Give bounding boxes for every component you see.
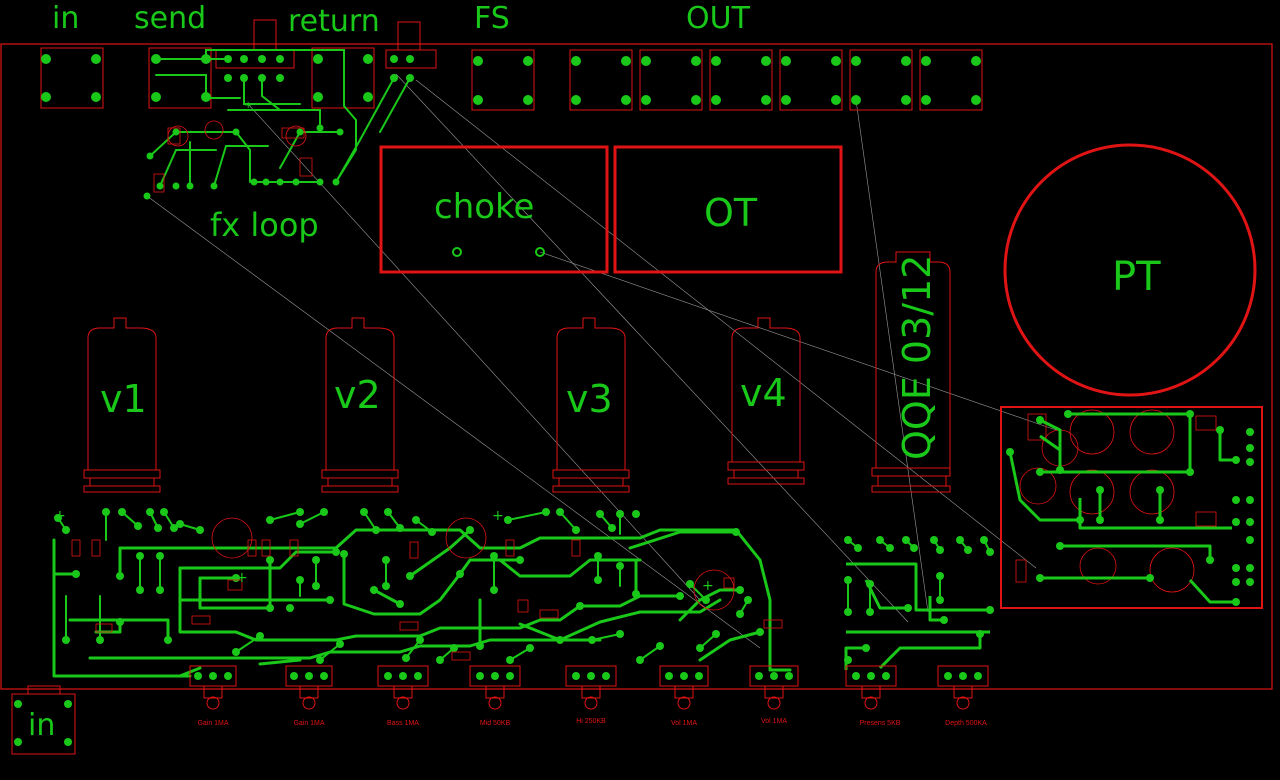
fx-loop-parts	[143, 120, 344, 200]
label-return: return	[288, 4, 380, 39]
label-out: OUT	[686, 1, 751, 36]
pot-label-gain-1: Gain 1MA	[197, 720, 228, 727]
power-supply-outline	[1000, 406, 1263, 609]
label-send: send	[134, 1, 206, 36]
pot-label-presens: Presens 5KB	[860, 720, 901, 727]
ot-label: OT	[704, 191, 758, 235]
pt-outline	[1003, 143, 1257, 397]
tone-stack-pads	[844, 536, 994, 664]
power-supply-traces	[1008, 412, 1236, 604]
board-outline	[0, 43, 1273, 690]
pot-pads	[194, 672, 982, 680]
pot-label-bass: Bass 1MA	[387, 720, 419, 727]
svg-text:+: +	[492, 508, 504, 524]
ot-outline	[613, 145, 843, 274]
input-jack-tab	[27, 685, 61, 695]
pot-label-hi: Hi 250KB	[576, 718, 606, 725]
power-tube-outline	[871, 251, 951, 493]
top-jacks	[40, 19, 983, 111]
svg-text:+: +	[236, 570, 248, 586]
input-jack-pads	[14, 700, 72, 746]
tube-label-v1: v1	[100, 377, 147, 421]
tone-stack-traces	[844, 562, 990, 670]
power-supply-pads	[1006, 410, 1254, 606]
preamp-tube-outlines	[83, 317, 805, 493]
pot-footprints	[189, 665, 989, 710]
power-tube-label: QQE 03/12	[895, 255, 939, 460]
pt-label: PT	[1112, 254, 1161, 300]
label-fs: FS	[474, 1, 510, 36]
pot-label-mid: Mid 50KB	[480, 720, 511, 727]
label-in: in	[52, 1, 79, 36]
svg-text:+: +	[244, 100, 252, 111]
label-fx-loop: fx loop	[210, 206, 319, 244]
svg-text:+: +	[702, 578, 714, 594]
pot-label-gain-2: Gain 1MA	[293, 720, 324, 727]
top-jack-pads	[41, 54, 981, 105]
pot-label-vol-2: Vol 1MA	[761, 718, 787, 725]
choke-pad	[452, 247, 462, 257]
fx-loop-traces	[149, 49, 411, 187]
power-supply-caps	[1015, 409, 1217, 593]
polarity-marks: + + + + +	[54, 100, 714, 594]
airwires	[146, 73, 1057, 649]
tube-label-v2: v2	[334, 373, 381, 417]
input-jack-label: in	[28, 708, 55, 743]
preamp-pads	[54, 508, 764, 664]
pot-labels: Gain 1MA Gain 1MA Bass 1MA Mid 50KB Hi 2…	[197, 718, 987, 727]
preamp-thin-traces	[57, 511, 749, 661]
svg-text:+: +	[54, 508, 66, 524]
choke-outline	[379, 145, 609, 274]
tube-label-v3: v3	[566, 377, 613, 421]
preamp-component-outlines	[71, 517, 783, 661]
choke-label: choke	[434, 187, 534, 227]
pot-label-depth: Depth 500KA	[945, 720, 987, 727]
tube-label-v4: v4	[740, 371, 787, 415]
preamp-traces	[52, 528, 792, 678]
choke-pad	[535, 247, 545, 257]
pot-label-vol-1: Vol 1MA	[671, 720, 697, 727]
